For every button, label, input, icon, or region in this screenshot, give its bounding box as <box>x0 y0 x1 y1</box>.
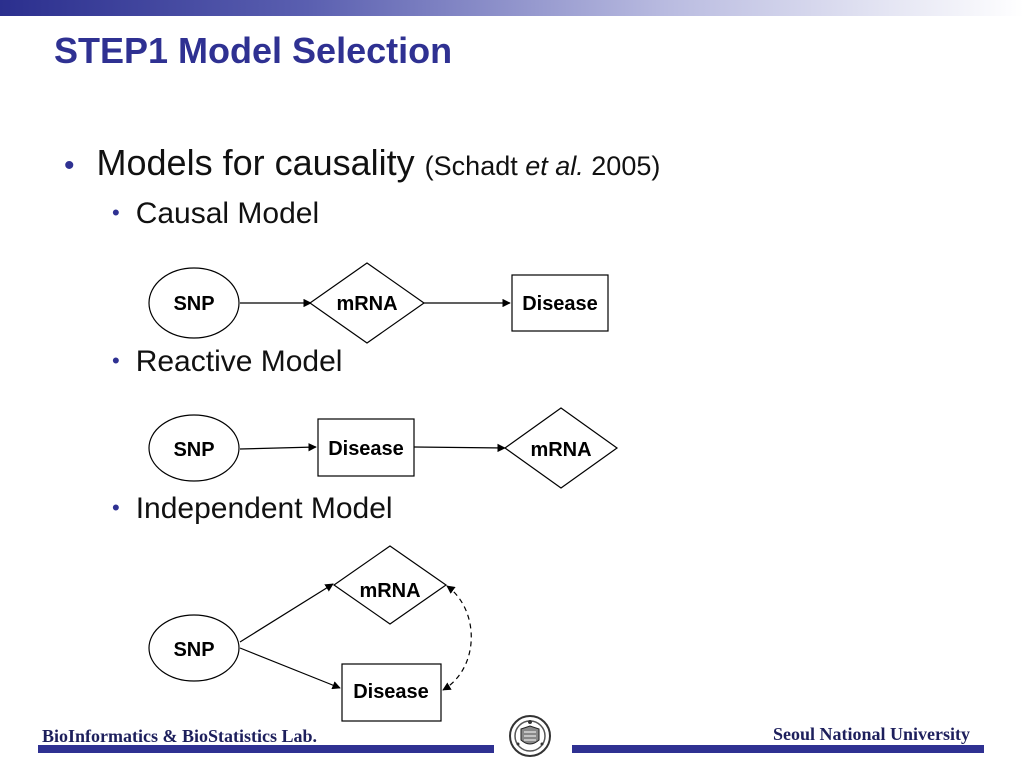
independent-mrna-node <box>332 545 448 625</box>
reactive-model-label: Reactive Model <box>135 345 343 378</box>
bullet-dot: • <box>64 149 75 182</box>
independent-model-label: Independent Model <box>135 492 393 525</box>
reactive-snp-label: SNP <box>173 439 214 461</box>
independent-dashed-bidirectional-arrow <box>442 585 472 691</box>
reactive-arrow-snp-disease <box>239 443 317 452</box>
top-gradient-bar <box>0 0 1024 16</box>
university-emblem-icon <box>509 715 551 757</box>
footer-bar-right <box>572 745 984 753</box>
bullet-dot: • <box>112 348 120 373</box>
main-bullet: • Models for causality (Schadt et al. 200… <box>64 142 660 184</box>
causal-disease-node <box>511 274 609 332</box>
citation-etal: et al. <box>525 151 584 181</box>
footer-bar-left <box>38 745 494 753</box>
main-bullet-text: Models for causality <box>96 142 415 183</box>
independent-arrow-snp-mrna <box>239 583 334 643</box>
bullet-dot: • <box>112 495 120 520</box>
causal-model-bullet: • Causal Model <box>112 197 319 231</box>
citation: (Schadt et al. 2005) <box>425 151 661 181</box>
reactive-diagram: SNP Disease mRNA <box>148 407 619 489</box>
independent-snp-node <box>148 614 240 682</box>
reactive-disease-node <box>317 418 415 477</box>
causal-mrna-label: mRNA <box>336 293 397 315</box>
causal-snp-node <box>148 267 240 339</box>
independent-arrow-snp-disease <box>239 647 341 690</box>
causal-disease-label: Disease <box>522 293 598 315</box>
citation-year: 2005) <box>583 151 661 181</box>
causal-mrna-node <box>308 262 426 344</box>
causal-snp-label: SNP <box>173 293 214 315</box>
reactive-disease-label: Disease <box>328 438 404 460</box>
reactive-arrow-disease-mrna <box>413 443 506 453</box>
independent-snp-label: SNP <box>173 639 214 661</box>
reactive-model-bullet: • Reactive Model <box>112 345 342 379</box>
footer-lab-name: BioInformatics & BioStatistics Lab. <box>42 726 318 746</box>
reactive-mrna-label: mRNA <box>530 439 591 461</box>
independent-disease-label: Disease <box>353 681 429 703</box>
reactive-snp-node <box>148 414 240 482</box>
causal-model-label: Causal Model <box>135 197 320 230</box>
causal-diagram: SNP mRNA Disease <box>148 262 609 344</box>
independent-model-bullet: • Independent Model <box>112 492 393 526</box>
footer-university-name: Seoul National University <box>772 724 970 744</box>
footer: BioInformatics & BioStatistics Lab. Seou… <box>0 715 1024 768</box>
reactive-mrna-node <box>503 407 619 489</box>
citation-author: (Schadt <box>424 151 526 181</box>
slide-title: STEP1 Model Selection <box>54 30 453 71</box>
independent-disease-node <box>341 663 442 722</box>
independent-mrna-label: mRNA <box>359 580 420 602</box>
independent-diagram: SNP mRNA Disease <box>148 545 472 722</box>
bullet-dot: • <box>112 200 120 225</box>
